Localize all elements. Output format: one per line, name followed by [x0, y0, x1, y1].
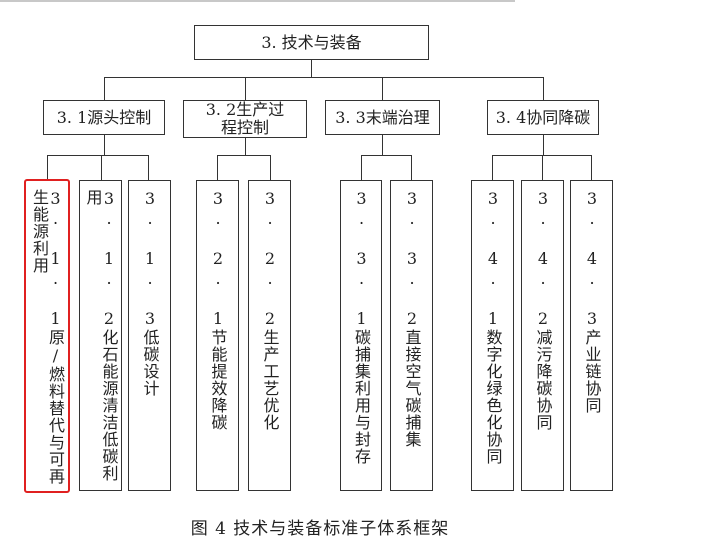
- connector-branch-1: [104, 77, 105, 100]
- connector-b1-leaf1: [47, 155, 48, 180]
- leaf-node-process-optimization: 3. 2. 2生产工艺优化: [248, 180, 291, 491]
- leaf-label-energy-efficiency: 3. 2. 1节能提效降碳: [208, 189, 228, 431]
- leaf-node-direct-air-capture: 3. 3. 2直接空气碳捕集: [390, 180, 433, 491]
- branch-node-synergy: 3. 4协同降碳: [487, 100, 599, 135]
- connector-b1-leaf3: [148, 155, 149, 180]
- leaf-node-energy-efficiency: 3. 2. 1节能提效降碳: [196, 180, 239, 491]
- leaf-node-pollution-carbon-synergy: 3. 4. 2减污降碳协同: [521, 180, 564, 491]
- connector-b3-leaf2: [411, 155, 412, 180]
- leaf-label-fossil-clean-use: 3. 1. 2化石能源清洁低碳利用: [83, 189, 119, 482]
- connector-branch-bar: [104, 77, 544, 78]
- connector-b3-leaf1: [361, 155, 362, 180]
- connector-branch-2: [245, 77, 246, 100]
- connector-b2-leaf1: [217, 155, 218, 180]
- branch-label-synergy: 3. 4协同降碳: [495, 107, 591, 127]
- leaf-label-pollution-carbon-synergy: 3. 4. 2减污降碳协同: [533, 189, 553, 431]
- connector-b4-down: [543, 135, 544, 156]
- connector-b1-leaf2: [101, 155, 102, 180]
- leaf-label-feedstock-substitution: 3. 1. 1原/燃料替代与可再生能源利用: [30, 189, 65, 485]
- leaf-label-direct-air-capture: 3. 3. 2直接空气碳捕集: [402, 189, 422, 448]
- leaf-node-ccus: 3. 3. 1碳捕集利用与封存: [340, 180, 382, 491]
- leaf-node-digital-green-synergy: 3. 4. 1数字化绿色化协同: [471, 180, 514, 491]
- connector-b4-leaf3: [591, 155, 592, 180]
- connector-root-down: [311, 60, 312, 78]
- connector-b1-bar: [47, 155, 149, 156]
- leaf-node-fossil-clean-use: 3. 1. 2化石能源清洁低碳利用: [79, 180, 122, 491]
- leaf-label-low-carbon-design: 3. 1. 3低碳设计: [140, 189, 160, 397]
- leaf-label-process-optimization: 3. 2. 2生产工艺优化: [260, 189, 280, 431]
- connector-b3-bar: [361, 155, 412, 156]
- branch-node-end-treatment: 3. 3末端治理: [325, 100, 440, 135]
- branch-label-process-control: 3. 2生产过程控制: [205, 100, 285, 137]
- root-node-label: 3. 技术与装备: [261, 32, 362, 52]
- leaf-node-industry-chain-synergy: 3. 4. 3产业链协同: [570, 180, 613, 491]
- top-divider-line: [0, 0, 515, 2]
- connector-b2-leaf2: [270, 155, 271, 180]
- root-node: 3. 技术与装备: [194, 25, 429, 60]
- branch-label-end-treatment: 3. 3末端治理: [335, 107, 430, 127]
- connector-b3-down: [382, 135, 383, 156]
- leaf-label-ccus: 3. 3. 1碳捕集利用与封存: [352, 189, 371, 465]
- leaf-label-digital-green-synergy: 3. 4. 1数字化绿色化协同: [483, 189, 503, 465]
- figure-caption: 图 4 技术与装备标准子体系框架: [190, 519, 450, 539]
- branch-node-source-control: 3. 1源头控制: [43, 100, 165, 135]
- connector-b4-leaf1: [492, 155, 493, 180]
- leaf-label-industry-chain-synergy: 3. 4. 3产业链协同: [582, 189, 602, 414]
- connector-b2-bar: [217, 155, 271, 156]
- connector-b1-down: [104, 135, 105, 156]
- connector-branch-4: [543, 77, 544, 100]
- leaf-node-low-carbon-design: 3. 1. 3低碳设计: [128, 180, 171, 491]
- branch-label-source-control: 3. 1源头控制: [56, 107, 152, 127]
- connector-branch-3: [382, 77, 383, 100]
- leaf-node-feedstock-substitution: 3. 1. 1原/燃料替代与可再生能源利用: [24, 179, 70, 493]
- connector-b4-leaf2: [542, 155, 543, 180]
- branch-node-process-control: 3. 2生产过程控制: [183, 100, 307, 138]
- connector-b2-down: [245, 138, 246, 156]
